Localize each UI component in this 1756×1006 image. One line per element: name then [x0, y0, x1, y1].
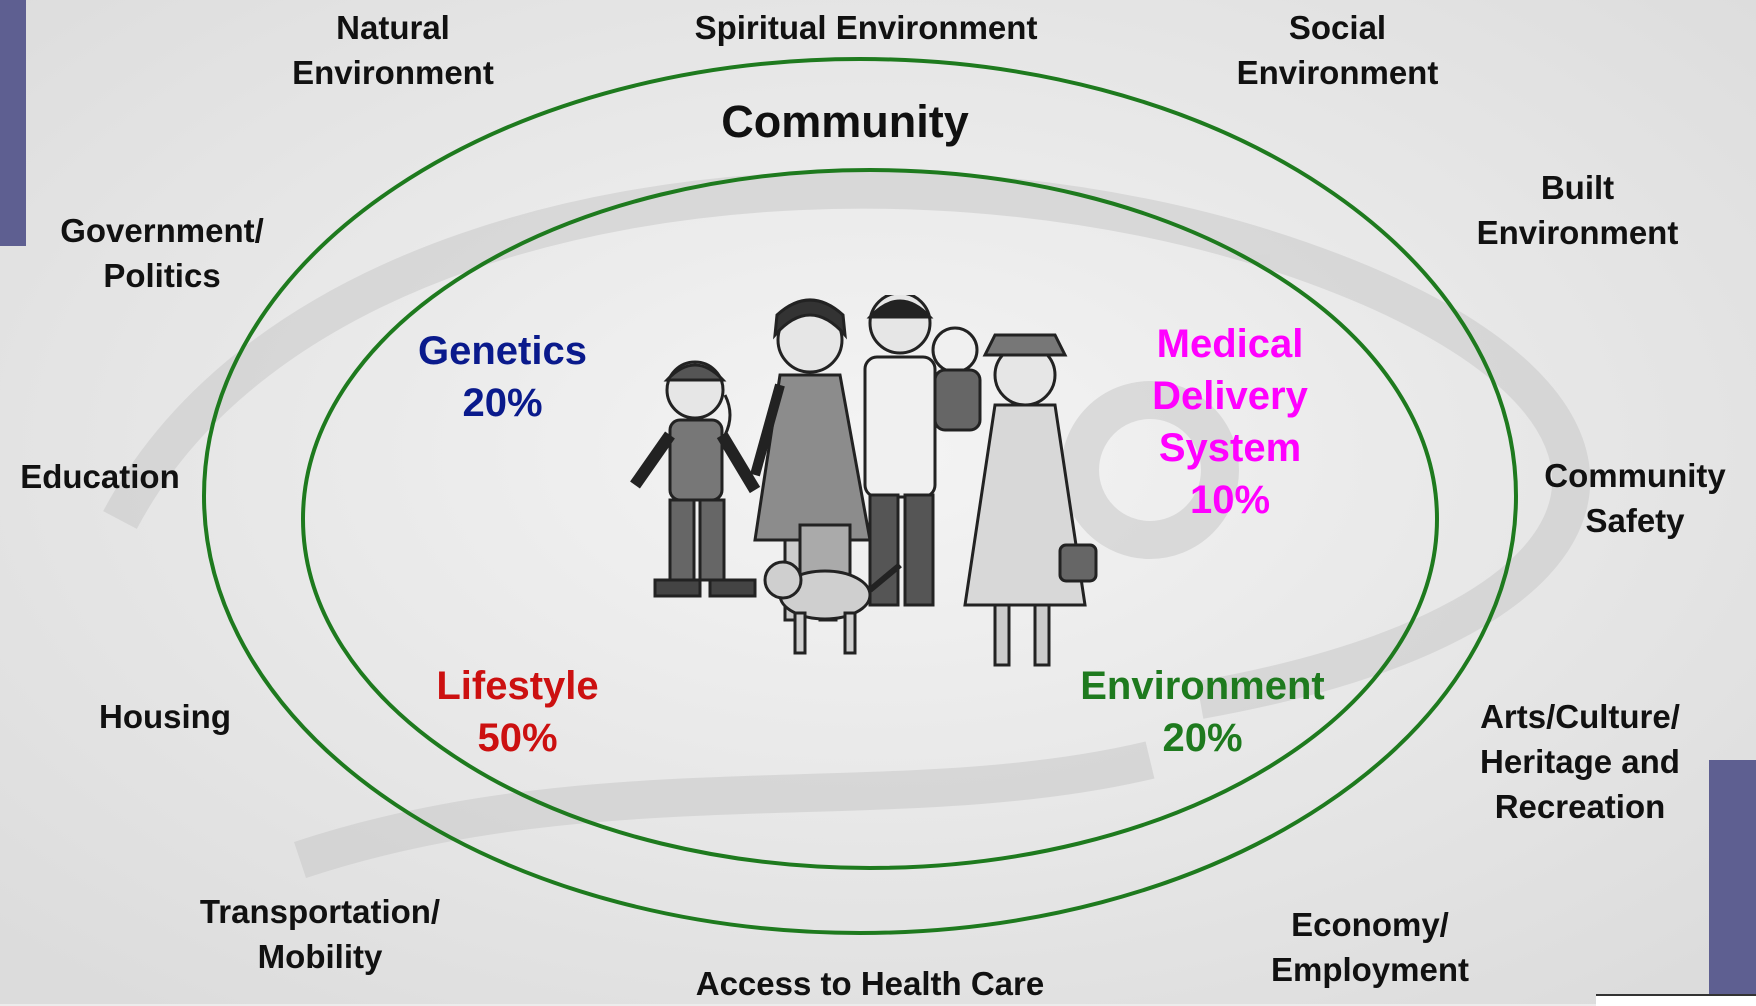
- lifestyle-factor-label: Lifestyle 50%: [410, 660, 625, 764]
- slide-accent-frame: [1596, 994, 1756, 1006]
- label-line: Medical: [1156, 322, 1304, 366]
- inner-ellipse: [301, 168, 1439, 870]
- slide-accent-bar-left: [0, 0, 26, 246]
- label-line: Education: [20, 458, 180, 495]
- label-line: Mobility: [257, 938, 383, 975]
- social-environment-label: Social Environment: [1200, 5, 1475, 95]
- label-line: System: [1158, 426, 1302, 470]
- family-illustration-icon: [630, 295, 1098, 667]
- label-line: Environment: [1476, 214, 1679, 251]
- community-label: Community: [721, 96, 969, 147]
- built-environment-label: Built Environment: [1445, 165, 1710, 255]
- label-line: Politics: [103, 257, 221, 294]
- government-politics-label: Government/ Politics: [38, 208, 286, 298]
- housing-label: Housing: [80, 694, 250, 739]
- environment-factor-label: Environment 20%: [1060, 660, 1345, 764]
- label-line: Heritage and: [1480, 743, 1680, 780]
- label-line: Transportation/: [199, 893, 441, 930]
- education-label: Education: [4, 454, 196, 499]
- economy-employment-label: Economy/ Employment: [1250, 902, 1490, 992]
- genetics-factor-label: Genetics 20%: [395, 325, 610, 429]
- label-line: Safety: [1585, 502, 1685, 539]
- natural-environment-label: Natural Environment: [263, 5, 523, 95]
- transportation-mobility-label: Transportation/ Mobility: [175, 889, 465, 979]
- dog-figure-icon: [763, 560, 902, 655]
- slide-accent-bar-right: [1709, 760, 1756, 996]
- label-line: Environment: [1080, 664, 1325, 708]
- community-safety-label: Community Safety: [1520, 453, 1750, 543]
- label-line: Economy/: [1291, 906, 1449, 943]
- label-line: Delivery: [1152, 374, 1308, 418]
- outer-ellipse: [202, 57, 1518, 935]
- label-line: Lifestyle: [436, 664, 599, 708]
- label-line: Access to Health Care: [695, 965, 1045, 1002]
- label-line: Built: [1540, 169, 1615, 206]
- child-figure-icon: [630, 360, 761, 598]
- label-line: 10%: [1189, 478, 1271, 522]
- label-line: Employment: [1270, 951, 1470, 988]
- label-line: Recreation: [1494, 788, 1666, 825]
- label-line: Environment: [292, 54, 494, 91]
- spiritual-environment-label: Spiritual Environment: [646, 5, 1086, 50]
- grandmother-figure-icon: [963, 333, 1098, 667]
- label-line: Government/: [60, 212, 264, 249]
- label-line: 20%: [1162, 716, 1243, 760]
- label-line: Arts/Culture/: [1480, 698, 1680, 735]
- label-line: Genetics: [418, 329, 587, 373]
- label-line: Environment: [1236, 54, 1439, 91]
- label-line: Housing: [99, 698, 231, 735]
- medical-delivery-factor-label: Medical Delivery System 10%: [1115, 318, 1345, 526]
- label-line: Spiritual Environment: [694, 9, 1038, 46]
- label-line: Community: [1544, 457, 1726, 494]
- label-line: Social: [1288, 9, 1387, 46]
- label-line: 50%: [477, 716, 558, 760]
- access-health-care-label: Access to Health Care: [660, 964, 1080, 1004]
- label-line: 20%: [462, 381, 543, 425]
- man-figure-icon: [863, 295, 982, 607]
- label-line: Natural: [336, 9, 450, 46]
- arts-culture-label: Arts/Culture/ Heritage and Recreation: [1460, 694, 1700, 829]
